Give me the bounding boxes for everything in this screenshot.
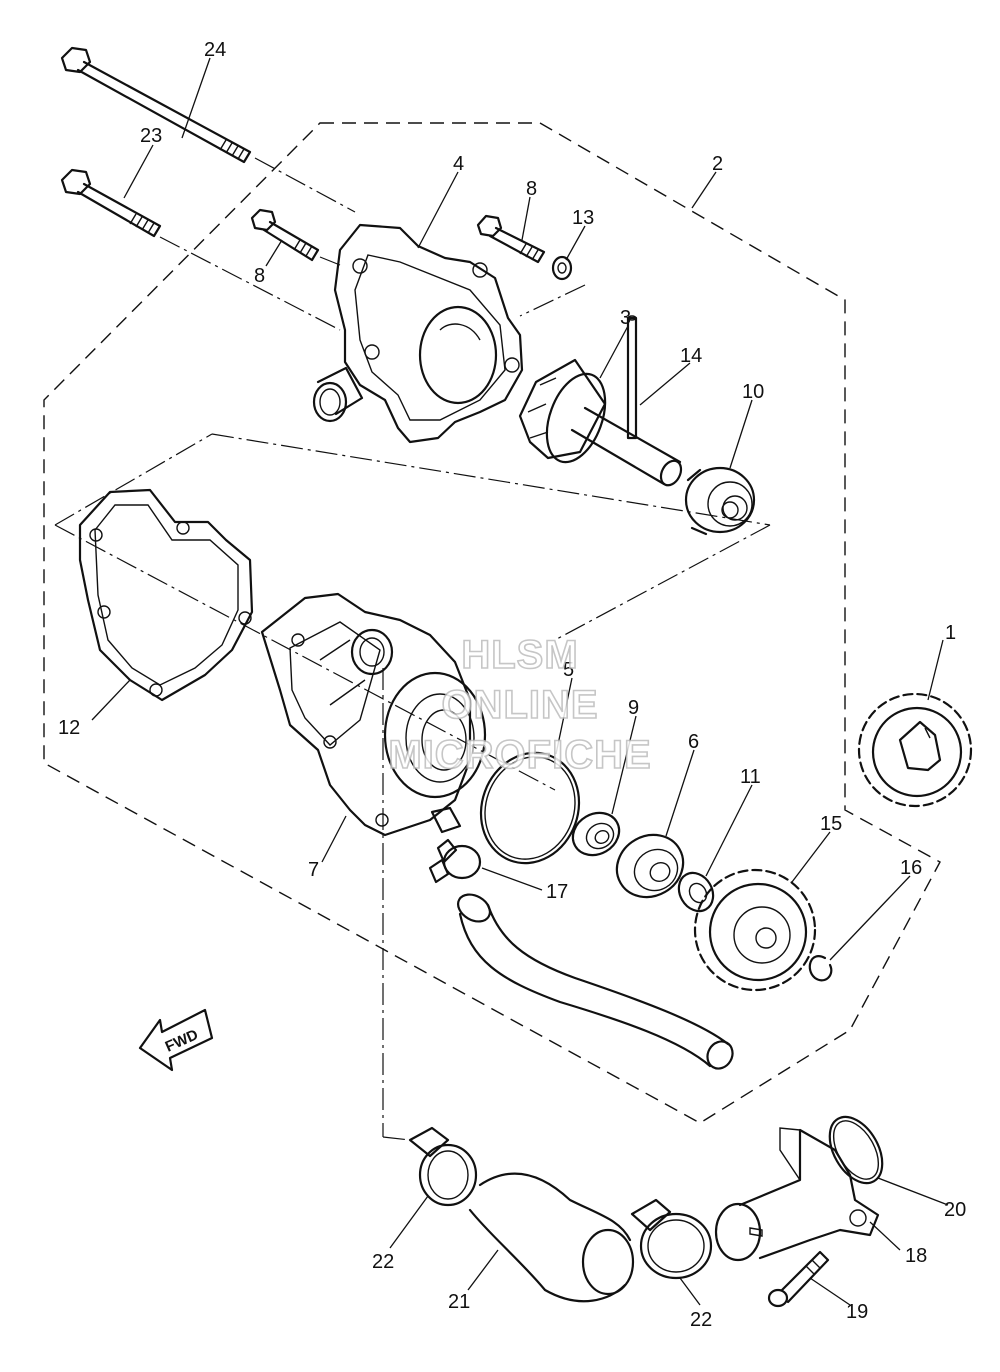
watermark: HLSM ONLINE MICROFICHE <box>388 632 652 778</box>
callout-23: 23 <box>140 125 162 147</box>
impeller-shaft-part-3 <box>518 358 683 487</box>
callout-8-right: 8 <box>526 178 537 200</box>
gear-part-1 <box>857 692 973 808</box>
callout-6: 6 <box>688 731 699 753</box>
bolt-part-8-right <box>476 214 546 264</box>
callout-24: 24 <box>204 39 226 61</box>
clamp-part-22-right <box>630 1198 713 1280</box>
callout-numbers: 1 2 3 4 5 6 7 8 8 9 10 11 12 13 14 15 16… <box>58 39 966 1331</box>
callout-11: 11 <box>740 766 761 788</box>
alignment-lines <box>54 157 771 1141</box>
pump-cover-part-4 <box>312 223 524 444</box>
circlip-part-16 <box>808 955 833 982</box>
watermark-line-3: MICROFICHE <box>388 733 651 777</box>
pin-part-14 <box>626 315 638 440</box>
bearing-part-6 <box>615 833 685 899</box>
watermark-line-1: HLSM <box>461 633 578 677</box>
callout-22-left: 22 <box>372 1251 394 1273</box>
callout-20: 20 <box>944 1199 966 1221</box>
long-bolt-part-24 <box>60 46 252 164</box>
callout-15: 15 <box>820 813 842 835</box>
pump-body-part-7 <box>260 592 487 837</box>
o-ring-part-20 <box>828 1115 884 1185</box>
clamp-part-22-left <box>408 1126 478 1207</box>
callout-3: 3 <box>620 307 631 329</box>
bolt-part-19 <box>767 1250 830 1308</box>
callout-16: 16 <box>900 857 922 879</box>
seal-part-10 <box>684 466 756 536</box>
leader-lines <box>91 57 949 1306</box>
washer-part-11 <box>677 871 715 913</box>
callout-2: 2 <box>712 153 723 175</box>
gasket-part-12 <box>78 488 254 702</box>
callout-14: 14 <box>680 345 702 367</box>
clamp-part-17 <box>428 838 482 884</box>
washer-part-13 <box>551 255 573 281</box>
o-ring-part-5 <box>479 751 581 865</box>
callout-21: 21 <box>448 1291 470 1313</box>
watermark-line-2: ONLINE <box>441 683 598 727</box>
outlet-pipe-part-18 <box>714 1127 880 1262</box>
callout-18: 18 <box>905 1245 927 1267</box>
callout-13: 13 <box>572 207 594 229</box>
hose-part-21 <box>468 1172 635 1303</box>
callout-17: 17 <box>546 881 568 903</box>
callout-5: 5 <box>563 659 574 681</box>
assembly-boundary-outline <box>43 122 941 1124</box>
callout-7: 7 <box>308 859 319 881</box>
callout-4: 4 <box>453 153 464 175</box>
gear-part-15 <box>693 868 817 992</box>
callout-9: 9 <box>628 697 639 719</box>
callout-19: 19 <box>846 1301 868 1323</box>
callout-1: 1 <box>945 622 956 644</box>
callout-22-right: 22 <box>690 1309 712 1331</box>
bypass-hose <box>457 893 734 1070</box>
callout-12: 12 <box>58 717 80 739</box>
callout-10: 10 <box>742 381 764 403</box>
fwd-direction-arrow: FWD <box>138 1008 214 1072</box>
bolt-part-23 <box>60 168 162 238</box>
callout-8-left: 8 <box>254 265 265 287</box>
bolt-part-8-left <box>250 208 320 262</box>
oil-seal-part-9 <box>571 811 621 857</box>
